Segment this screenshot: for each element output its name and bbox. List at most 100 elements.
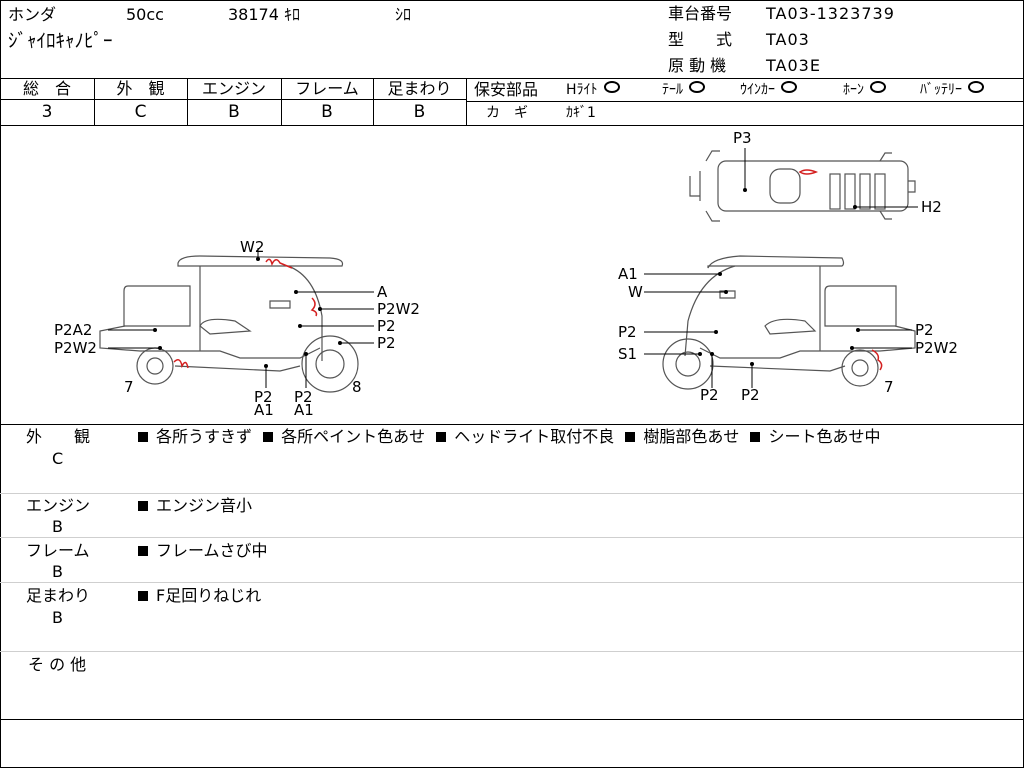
divider	[0, 493, 1023, 494]
callout-label: P2W2	[54, 339, 97, 357]
grade-value-overall: 3	[41, 102, 53, 122]
engine-value: TA03E	[766, 56, 821, 75]
callout-lines	[108, 148, 918, 388]
divider	[0, 424, 1023, 425]
callout-label: A1	[254, 401, 274, 419]
scooter-right-view	[662, 255, 916, 390]
callout-label: A	[377, 283, 388, 301]
safety-horn: ﾎｰﾝ	[843, 81, 886, 99]
ok-circle-icon	[781, 81, 797, 93]
remark-items: 各所うすきず 各所ペイント色あせ ヘッドライト取付不良 樹脂部色あせ シート色あ…	[138, 428, 880, 446]
bullet-icon	[138, 546, 148, 556]
safety-label: 保安部品	[474, 80, 539, 99]
grade-header-engine: エンジン	[201, 79, 266, 98]
divider	[187, 78, 188, 125]
callout-label: P2	[700, 386, 719, 404]
divider	[466, 101, 1023, 102]
callout-label: P2A2	[54, 321, 92, 339]
damage-diagram: W2 A P2W2 P2 P2 P2A2 P2W2 7 P2 A1 P2 A1 …	[54, 129, 958, 419]
type-label: 型 式	[668, 30, 733, 49]
remark-grade: C	[52, 449, 64, 468]
bullet-icon	[138, 432, 148, 442]
callout-label: P2W2	[377, 300, 420, 318]
callout-label: P2W2	[915, 339, 958, 357]
chassis-value: TA03-1323739	[766, 4, 895, 23]
callout-label: S1	[618, 345, 637, 363]
divider	[0, 78, 1023, 79]
type-value: TA03	[766, 30, 810, 49]
safety-winker: ｳｲﾝｶｰ	[740, 81, 797, 99]
callout-label: P2	[254, 388, 273, 406]
divider	[0, 537, 1023, 538]
grade-header-frame: フレーム	[295, 79, 359, 98]
ok-circle-icon	[968, 81, 984, 93]
mileage: 38174 ｷﾛ	[228, 5, 300, 24]
body-color: ｼﾛ	[395, 5, 412, 24]
safety-battery: ﾊﾞｯﾃﾘｰ	[920, 81, 984, 99]
grade-value-suspension: B	[413, 102, 426, 122]
divider	[0, 125, 1023, 126]
callout-dots	[153, 188, 860, 368]
remark-items: F足回りねじれ	[138, 587, 261, 605]
divider	[466, 78, 467, 125]
remark-grade: B	[52, 517, 63, 536]
chassis-label: 車台番号	[668, 4, 733, 23]
safety-tail: ﾃｰﾙ	[662, 81, 705, 99]
callout-label: P3	[733, 129, 752, 147]
grade-value-exterior: C	[134, 102, 147, 122]
remark-label: フレーム	[26, 541, 90, 560]
bullet-icon	[138, 501, 148, 511]
divider	[0, 651, 1023, 652]
maker: ホンダ	[8, 5, 57, 24]
engine-label: 原 動 機	[668, 56, 727, 75]
callout-label: P2	[377, 334, 396, 352]
divider	[0, 99, 466, 100]
key-label: カ ギ	[486, 105, 528, 121]
remark-items: エンジン音小	[138, 497, 252, 515]
key-value: ｶｷﾞ1	[566, 105, 596, 121]
divider	[281, 78, 282, 125]
bullet-icon	[625, 432, 636, 442]
remark-items: フレームさび中	[138, 542, 268, 560]
remark-label: 足まわり	[26, 586, 91, 605]
divider	[0, 719, 1023, 720]
remark-grade: B	[52, 608, 63, 627]
callout-label: P2	[377, 317, 396, 335]
divider	[0, 582, 1023, 583]
bullet-icon	[436, 432, 447, 442]
callout-label: W	[628, 283, 643, 301]
remark-label: エンジン	[26, 496, 91, 515]
safety-headlight: Hﾗｲﾄ	[566, 81, 620, 99]
grade-header-suspension: 足まわり	[387, 79, 452, 98]
callout-label: W2	[240, 238, 264, 256]
divider	[94, 78, 95, 125]
callout-label: H2	[921, 198, 942, 216]
callout-label: A1	[294, 401, 314, 419]
bullet-icon	[750, 432, 761, 442]
callout-label: P2	[294, 388, 313, 406]
bullet-icon	[138, 591, 148, 601]
scooter-left-view	[99, 255, 359, 393]
callout-label: P2	[741, 386, 760, 404]
scooter-top-view	[689, 150, 916, 222]
grade-header-overall: 総 合	[22, 79, 71, 98]
remark-label: 外 観	[26, 427, 91, 446]
model-name: ｼﾞｬｲﾛｷｬﾉﾋﾟｰ	[8, 30, 113, 52]
callout-label: A1	[618, 265, 638, 283]
ok-circle-icon	[689, 81, 705, 93]
callout-label: 7	[884, 378, 894, 396]
callout-label: 8	[352, 378, 362, 396]
callout-label: 7	[124, 378, 134, 396]
divider	[373, 78, 374, 125]
grade-value-frame: B	[321, 102, 333, 122]
ok-circle-icon	[603, 81, 620, 93]
ok-circle-icon	[870, 81, 886, 93]
grade-header-exterior: 外 観	[116, 79, 165, 98]
remark-label: そ の 他	[28, 655, 87, 674]
remark-grade: B	[52, 562, 63, 581]
callout-label: P2	[618, 323, 637, 341]
bullet-icon	[263, 432, 274, 442]
displacement: 50cc	[126, 5, 164, 24]
callout-label: P2	[915, 321, 934, 339]
grade-value-engine: B	[228, 102, 240, 122]
